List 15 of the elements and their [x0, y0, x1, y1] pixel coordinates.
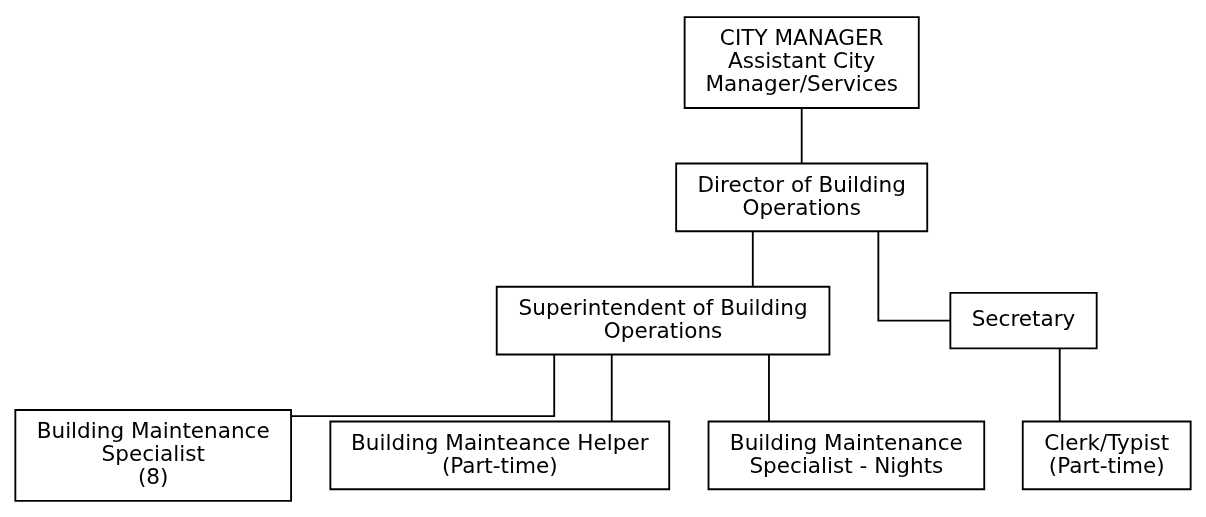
connector — [751, 230, 754, 287]
connector — [768, 353, 770, 422]
node-box: Building Mainteance Helper (Part-time) — [329, 420, 671, 490]
node-box: Building Maintenance Specialist (8) — [14, 408, 292, 502]
connector — [800, 106, 803, 164]
connector — [1058, 347, 1061, 422]
connector — [290, 353, 556, 417]
node-box: Superintendent of Building Operations — [495, 285, 831, 355]
connector — [877, 230, 951, 322]
node-box: Secretary — [949, 291, 1098, 349]
node-box: Clerk/Typist (Part-time) — [1021, 420, 1192, 490]
node-box: CITY MANAGER Assistant City Manager/Services — [683, 15, 920, 109]
node-box: Director of Building Operations — [675, 162, 929, 232]
connector — [610, 353, 613, 422]
node-box: Building Maintenance Specialist - Nights — [707, 420, 986, 490]
